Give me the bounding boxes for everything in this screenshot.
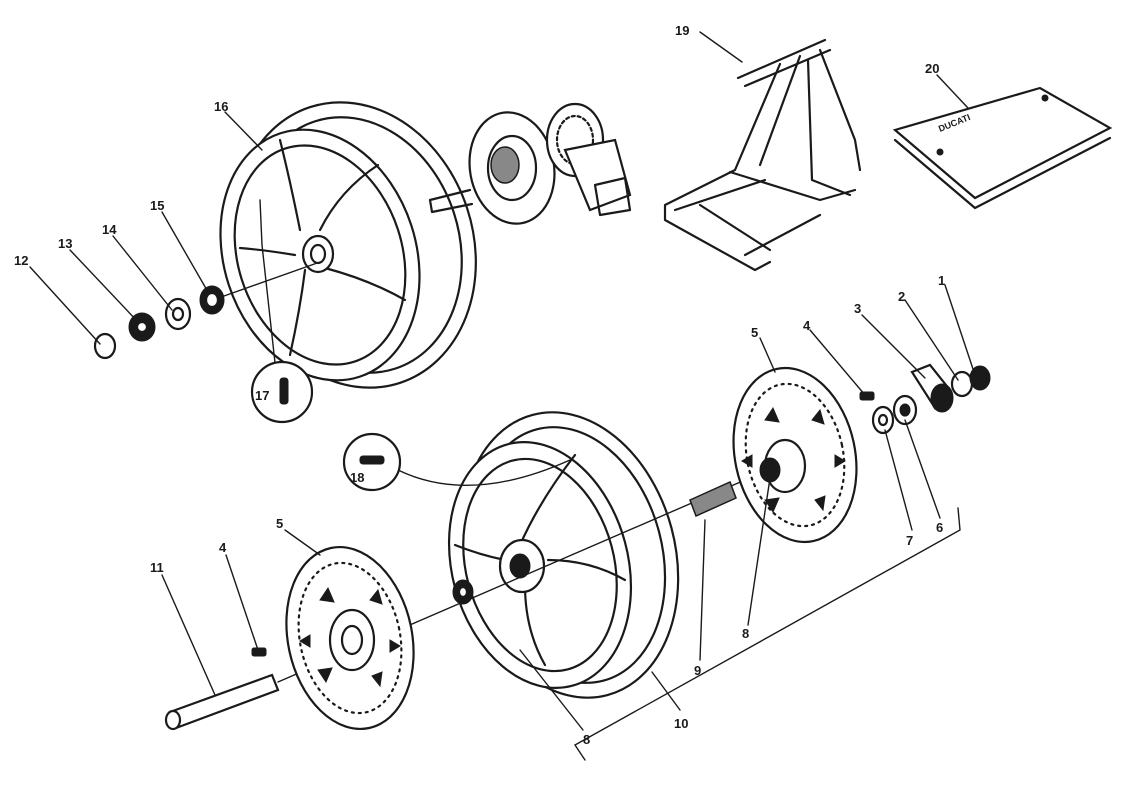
callout-11: 11 xyxy=(150,560,164,575)
callout-2: 2 xyxy=(898,289,905,304)
callout-7: 7 xyxy=(906,533,913,548)
rear-sprocket-assembly xyxy=(428,102,632,225)
callout-6: 6 xyxy=(936,520,943,535)
callout-14: 14 xyxy=(102,222,117,237)
assembly-bracket-10 xyxy=(573,507,961,761)
callout-3: 3 xyxy=(854,301,861,316)
callout-20: 20 xyxy=(925,61,939,76)
callout-10: 10 xyxy=(674,716,688,731)
right-brake-disc xyxy=(732,366,858,544)
paddock-stand xyxy=(663,38,862,272)
callout-16: 16 xyxy=(214,99,228,114)
front-right-small-parts xyxy=(859,363,991,435)
callout-1: 1 xyxy=(938,273,945,288)
callout-9: 9 xyxy=(694,663,701,678)
callout-13: 13 xyxy=(58,236,72,251)
callout-15: 15 xyxy=(150,198,164,213)
callout-8-bottom: 8 xyxy=(583,732,590,747)
callout-19: 19 xyxy=(675,23,689,38)
callout-8-right: 8 xyxy=(742,626,749,641)
tool-bag: DUCATI xyxy=(892,86,1113,210)
spacer-tube xyxy=(689,480,737,518)
callout-18: 18 xyxy=(350,470,364,485)
callout-12: 12 xyxy=(14,253,28,268)
leader-lines xyxy=(29,31,976,731)
callout-5-right: 5 xyxy=(751,325,758,340)
callout-4-right: 4 xyxy=(803,318,811,333)
left-brake-disc xyxy=(251,545,415,731)
rear-wheel xyxy=(219,101,477,424)
callout-4-left: 4 xyxy=(219,540,227,555)
rear-axle-parts xyxy=(93,261,321,360)
callout-5-left: 5 xyxy=(276,516,283,531)
callout-17: 17 xyxy=(255,388,269,403)
